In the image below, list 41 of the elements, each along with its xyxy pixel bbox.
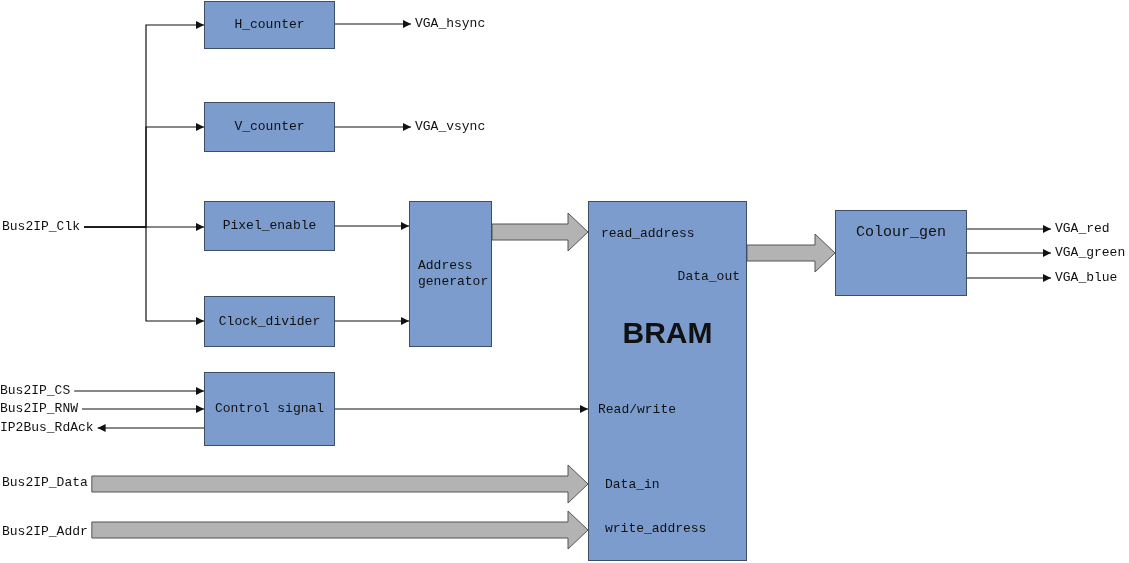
arrow — [334, 405, 589, 413]
arrow — [966, 225, 1052, 233]
port-label: write_address — [605, 521, 707, 537]
arrow — [966, 249, 1052, 257]
arrow — [966, 274, 1052, 282]
memory-block — [588, 201, 747, 561]
arrow — [334, 123, 412, 131]
arrow — [334, 317, 410, 325]
signal-label: Bus2IP_CS — [0, 383, 71, 399]
port-label: Data_in — [605, 477, 660, 493]
bus-arrow — [746, 233, 836, 273]
signal-label: VGA_hsync — [415, 16, 486, 32]
signal-label: Bus2IP_Clk — [2, 219, 80, 235]
port-label: read_address — [601, 226, 695, 242]
process-box: Control signal — [204, 372, 335, 446]
bus-arrow — [91, 464, 589, 504]
process-box: Pixel_enable — [204, 201, 335, 251]
process-box: Address generator — [409, 201, 492, 347]
block-title: BRAM — [621, 316, 714, 350]
process-box: Colour_gen — [835, 210, 967, 296]
signal-label: Bus2IP_Data — [2, 475, 88, 491]
signal-label: Bus2IP_RNW — [0, 401, 78, 417]
signal-label: Bus2IP_Addr — [2, 524, 88, 540]
process-box: H_counter — [204, 1, 335, 49]
process-box: V_counter — [204, 102, 335, 152]
signal-label: VGA_red — [1055, 221, 1110, 237]
arrow — [97, 424, 205, 432]
bus-arrow — [491, 212, 589, 252]
arrow — [73, 387, 205, 395]
signal-label: IP2Bus_RdAck — [0, 420, 94, 436]
signal-label: VGA_blue — [1055, 270, 1118, 286]
bus-arrow — [91, 510, 589, 550]
arrow — [81, 405, 205, 413]
signal-label: VGA_vsync — [415, 119, 486, 135]
arrow — [83, 226, 205, 325]
process-box: Clock_divider — [204, 296, 335, 347]
signal-label: VGA_green — [1055, 245, 1126, 261]
arrow — [334, 222, 410, 230]
port-label: Data_out — [677, 269, 740, 285]
arrow — [334, 20, 412, 28]
port-label: Read/write — [598, 402, 676, 418]
